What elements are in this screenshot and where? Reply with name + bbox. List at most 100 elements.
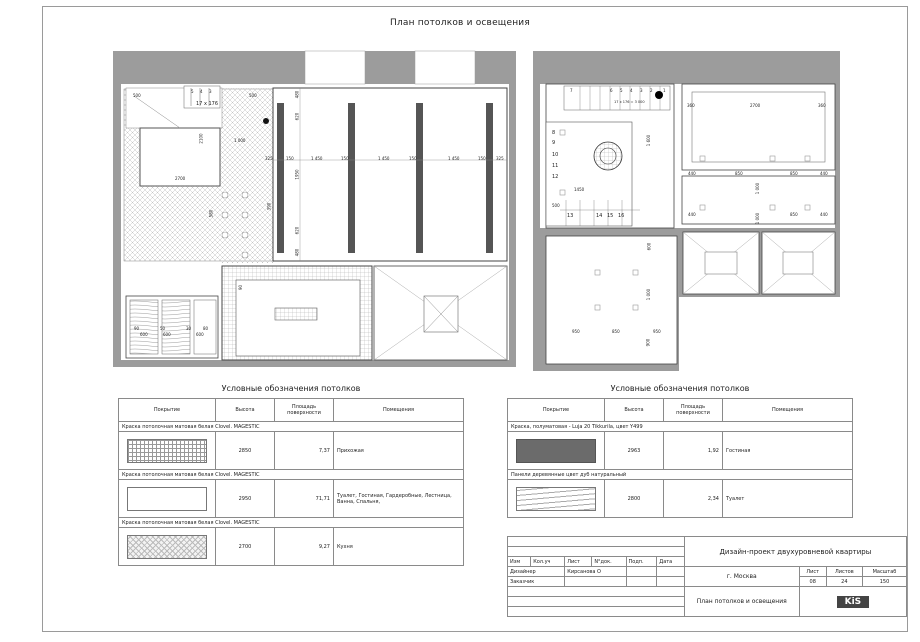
dim-label: 850 (790, 212, 798, 217)
stamp-col-header: Подп. (625, 556, 658, 567)
dim-label: 440 (688, 171, 696, 176)
step-label: 3 (640, 88, 643, 93)
dim-label: 440 (688, 212, 696, 217)
legend-category: Краска потолочная матовая белая Clovel. … (118, 517, 464, 528)
col-header: Покрытие (118, 398, 216, 422)
dim-label: 1 000 (646, 288, 652, 301)
legend-category: Краска, полуматовая - Luja 20 Tikkurila,… (507, 421, 853, 432)
dim-label: 1 000 (234, 138, 246, 143)
legend-left-title: Условные обозначения потолков (221, 384, 361, 393)
swatch-cell (118, 527, 216, 566)
swatch-grid (127, 438, 207, 463)
swatch-cell (507, 431, 605, 470)
step-label: 5 (191, 89, 194, 94)
height-cell: 2700 (215, 527, 275, 566)
sheet-label: Лист (798, 566, 827, 577)
step-label: 15 (607, 213, 614, 219)
stamp-col-header: N°док. (591, 556, 627, 567)
dim-label: 360 (687, 103, 695, 108)
dim-label: 600 (196, 332, 204, 337)
dim-label: 17 x 176 = 3 000 (614, 100, 645, 104)
dim-label: 600 (140, 332, 148, 337)
sheet-number: 08 (798, 576, 827, 587)
dim-label: 500 (552, 203, 560, 208)
dim-label: 1 600 (646, 134, 652, 147)
dim-label: 150 (409, 156, 417, 161)
dim-label: 850 (735, 171, 743, 176)
dim-label: 850 (790, 171, 798, 176)
step-label: 16 (618, 213, 625, 219)
dim-label: 900 (645, 338, 651, 347)
stamp-col-header: Лист (564, 556, 593, 567)
swatch-cell (118, 431, 216, 470)
project-name: Дизайн-проект двухуровневой квартиры (683, 536, 908, 567)
dim-label: 1 450 (378, 156, 390, 161)
step-label: 6 (610, 88, 613, 93)
step-label: 3 (209, 89, 212, 94)
scale-label: Масштаб (861, 566, 908, 577)
logo-mark: KiS (836, 595, 870, 608)
col-header: Помещения (722, 398, 853, 422)
height-cell: 2963 (604, 431, 664, 470)
dim-label: 50 (160, 326, 166, 331)
step-label: 7 (570, 88, 573, 93)
designer-name: Кирсанова О (564, 566, 627, 577)
dim-label: 1 000 (755, 212, 761, 225)
dim-label: 850 (612, 329, 620, 334)
dim-label: 90 (134, 326, 140, 331)
dim-label: 600 (163, 332, 171, 337)
dim-label: 2700 (175, 176, 186, 181)
city: г. Москва (683, 566, 800, 587)
rooms-cell: Туалет, Гостиная, Гардеробные, Лестница,… (333, 479, 464, 518)
dim-label: 325 (496, 156, 504, 161)
legend-category: Панели деревянные цвет дуб натуральный (507, 469, 853, 480)
step-label: 1 (663, 88, 666, 93)
col-header: Площадь поверхности (663, 398, 723, 422)
dim-label: 950 (572, 329, 580, 334)
step-label: 14 (596, 213, 603, 219)
title-block: Дизайн-проект двухуровневой квартиры Изм… (506, 536, 908, 617)
stamp-col-header: Изм (506, 556, 532, 567)
client-label: Заказчик (506, 576, 566, 587)
step-label: 2 (650, 88, 653, 93)
dim-label: 440 (820, 171, 828, 176)
swatch-cell (507, 479, 605, 518)
height-cell: 2950 (215, 479, 275, 518)
legend-left-table: Покрытие Высота Площадь поверхности Поме… (118, 398, 464, 566)
dim-label: 17 x 176 (196, 101, 219, 107)
swatch-cell (118, 479, 216, 518)
dim-label: 500 (133, 93, 141, 98)
dim-label: 360 (818, 103, 826, 108)
step-label: 10 (552, 152, 559, 158)
stamp-col-header: Кол.уч (530, 556, 566, 567)
dim-label: 1 450 (311, 156, 323, 161)
dim-label: 325 (265, 156, 273, 161)
sheets-label: Листов (825, 566, 863, 577)
col-header: Площадь поверхности (274, 398, 334, 422)
step-label: 12 (552, 174, 559, 180)
step-label: 8 (552, 130, 556, 136)
area-cell: 9,27 (274, 527, 334, 566)
step-label: 11 (552, 163, 559, 169)
step-label: 4 (630, 88, 633, 93)
step-label: 5 (620, 88, 623, 93)
rooms-cell: Прихожая (333, 431, 464, 470)
legend-category: Краска потолочная матовая белая Clovel. … (118, 421, 464, 432)
dim-label: 30 (186, 326, 192, 331)
col-header: Высота (215, 398, 275, 422)
step-label: 4 (200, 89, 203, 94)
designer-label: Дизайнер (506, 566, 566, 577)
sheet-title: План потолков и освещения (390, 18, 530, 28)
drawing-frame (42, 6, 908, 632)
dim-label: 500 (249, 93, 257, 98)
scale-value: 150 (861, 576, 908, 587)
rooms-cell: Гостиная (722, 431, 853, 470)
rooms-cell: Туалет (722, 479, 853, 518)
dim-label: 440 (820, 212, 828, 217)
logo: KiS (798, 586, 908, 617)
sheet-name: План потолков и освещения (683, 586, 800, 617)
dim-label: 1 450 (448, 156, 460, 161)
col-header: Помещения (333, 398, 464, 422)
